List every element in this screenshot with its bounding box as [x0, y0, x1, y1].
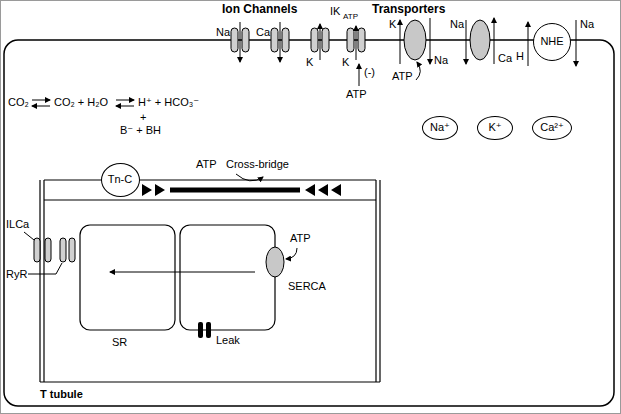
structure-label: T tubule: [40, 388, 83, 401]
node-text: K⁺: [488, 121, 501, 134]
atp-label: ATP: [392, 70, 413, 83]
troponin-circle: Tn-C: [101, 163, 140, 197]
ion-label: Ca: [498, 52, 512, 65]
node-text: NHE: [540, 35, 563, 48]
tubule-channels: [24, 232, 75, 274]
transporters: [400, 18, 576, 80]
node-text: Tn-C: [108, 173, 132, 186]
channel-label: RyR: [6, 268, 27, 281]
ion-ellipse: Na⁺: [422, 116, 458, 140]
ion-ellipse: Ca²⁺: [532, 116, 572, 140]
atp-label: ATP: [196, 158, 217, 171]
ion-label: Ca: [256, 26, 270, 39]
ion-label: Na: [434, 54, 448, 67]
reaction-term: CO₂ + H₂O: [54, 96, 108, 109]
ion-label: K: [389, 18, 396, 31]
atp-label: ATP: [290, 232, 311, 245]
section-heading: Ion Channels: [222, 2, 297, 16]
ion-label: Na: [450, 18, 464, 31]
ion-label: H: [516, 50, 524, 63]
ion-label: K: [342, 56, 349, 69]
current-label: IK: [330, 5, 340, 18]
channel-label: ILCa: [6, 218, 29, 231]
section-heading: Transporters: [372, 2, 445, 16]
ion-label: Na: [580, 18, 594, 31]
reaction-term: H⁺ + HCO₃⁻: [138, 96, 199, 109]
node-text: Ca²⁺: [540, 121, 564, 134]
atp-label: ATP: [346, 88, 367, 101]
subscript-label: ATP: [343, 12, 358, 22]
node-text: Na⁺: [430, 121, 450, 134]
ion-ellipse: K⁺: [477, 116, 513, 140]
inhibition-mark: (-): [364, 66, 375, 79]
structure-label: Leak: [216, 334, 240, 347]
ion-label: Na: [216, 26, 230, 39]
reaction-term: CO₂: [8, 96, 29, 109]
sarcoplasmic-reticulum: [80, 225, 297, 338]
cell-membrane: [4, 40, 614, 406]
reaction-term: +: [140, 111, 146, 124]
exchanger-circle: NHE: [533, 23, 571, 61]
ion-channels: [231, 22, 365, 86]
pump-label: SERCA: [288, 280, 326, 293]
buffer-term: B⁻ + BH: [120, 124, 161, 137]
ion-label: K: [306, 56, 313, 69]
structure-label: Cross-bridge: [226, 158, 289, 171]
structure-label: SR: [112, 336, 127, 349]
sarcomere: [40, 174, 380, 382]
